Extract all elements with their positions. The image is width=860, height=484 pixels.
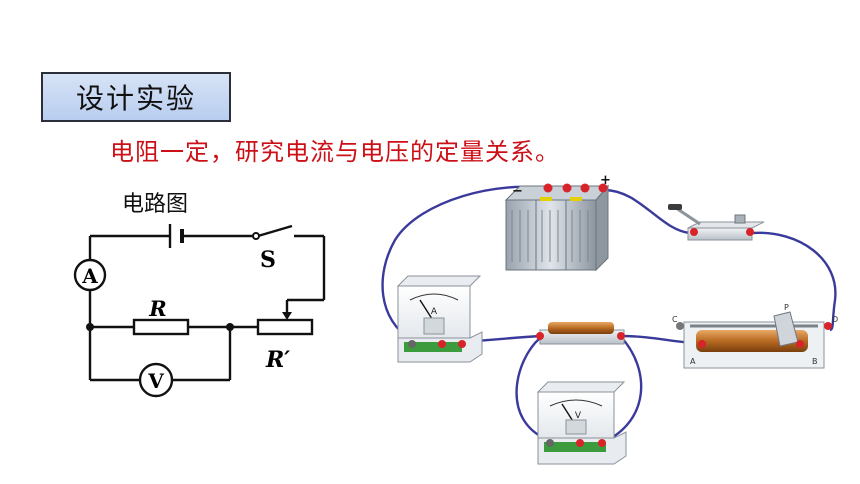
voltmeter-symbol	[138, 362, 174, 398]
battery-terminal-neg	[543, 183, 553, 193]
rheostat-end-d: D	[832, 315, 838, 324]
battery-pack	[504, 183, 610, 272]
rheostat-slider-label: P	[784, 303, 789, 312]
wire-resistor-voltmeter-left	[515, 337, 549, 442]
ammeter-device	[396, 275, 483, 363]
voltmeter-device	[536, 381, 627, 465]
wire-resistor-voltmeter-right	[603, 337, 643, 444]
connecting-wires	[381, 185, 837, 444]
rheostat-end-c: C	[672, 315, 678, 324]
battery-minus-label: −	[512, 184, 523, 199]
wire-switch-rheostat	[751, 231, 837, 332]
wire-battery-switch	[603, 188, 691, 235]
switch-blade	[257, 224, 293, 238]
switch-contact	[252, 232, 260, 240]
voltmeter-face-label: V	[575, 411, 582, 421]
rheostat-end-b: B	[812, 357, 818, 366]
ammeter-symbol	[73, 258, 107, 292]
sliding-rheostat	[676, 311, 832, 369]
battery-terminal-pos	[598, 183, 608, 193]
wire-battery-ammeter	[381, 185, 549, 342]
ammeter-face-label: A	[431, 307, 438, 317]
resistor-r	[132, 318, 190, 336]
junction-left	[86, 323, 94, 331]
slider-arrow-head	[282, 312, 292, 320]
section-title: 设计实验	[41, 72, 231, 122]
circuit-diagram-label: 电路图	[122, 192, 189, 217]
rheostat-end-a: A	[690, 357, 696, 366]
voltmeter-letter: V	[147, 369, 164, 393]
switch-label: S	[260, 247, 276, 273]
task-statement: 电阻一定，研究电流与电压的定量关系。	[110, 138, 560, 166]
junction-right	[226, 323, 234, 331]
resistor-coil	[536, 322, 625, 345]
knife-switch	[668, 204, 765, 241]
rheostat-label: R′	[265, 347, 290, 373]
battery-plus-label: +	[600, 173, 611, 188]
resistor-label: R	[148, 296, 166, 321]
ammeter-letter: A	[81, 264, 98, 288]
rheostat-r-prime	[256, 318, 314, 336]
